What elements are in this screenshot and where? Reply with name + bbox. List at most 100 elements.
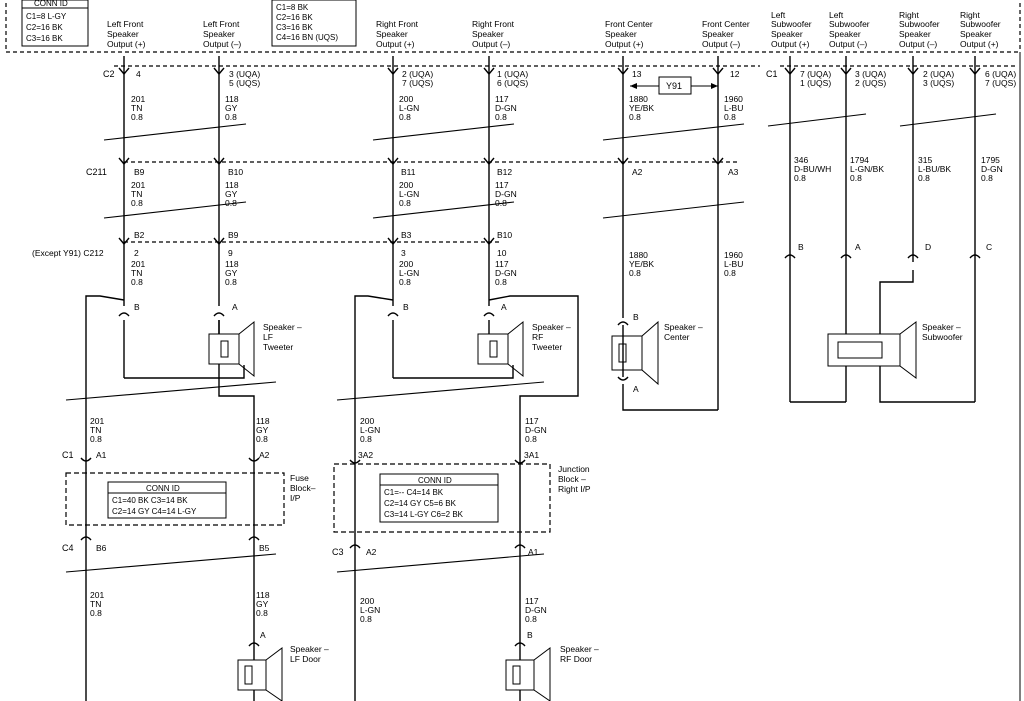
- conn-id-row: C2=14 GY C5=6 BK: [384, 499, 457, 508]
- conn-id-row: C2=16 BK: [276, 13, 313, 22]
- pin-label: 6 (UQA)7 (UQS): [985, 69, 1016, 88]
- pin-label: B: [798, 242, 804, 252]
- pin-label: 4: [136, 69, 141, 79]
- pin-label: A: [260, 630, 266, 640]
- conn-id-row: C1=8 L-GY: [26, 12, 67, 21]
- conn-id-row: C1=40 BK C3=14 BK: [112, 496, 188, 505]
- conn-id-row: C3=16 BK: [276, 23, 313, 32]
- pin-label: A2: [259, 450, 270, 460]
- junction-block: 3A2 3A1 C3 A2 A1 CONN ID C1=-- C4=14 BK …: [332, 450, 591, 557]
- speaker-label: Speaker –Center: [664, 322, 703, 342]
- pin-label: C: [986, 242, 992, 252]
- conn-id-row: C3=14 L-GY C6=2 BK: [384, 510, 464, 519]
- radio-module-boundary: [5, 3, 1021, 53]
- connector-c2-c1: C2 C1 4 3 (UQA)5 (UQS) 2 (UQA)7 (UQS) 1 …: [103, 65, 1018, 88]
- pin-label: D: [925, 242, 931, 252]
- pin-label: 2 (UQA)7 (UQS): [402, 69, 433, 88]
- pin-label: A3: [728, 167, 739, 177]
- pin-label: B11: [401, 167, 416, 177]
- conn-id-row: C2=16 BK: [26, 23, 63, 32]
- pin-label: B9: [134, 167, 145, 177]
- pin-label: A1: [528, 547, 539, 557]
- fuse-block: C1 A1 A2 C4 B6 B5 CONN ID C1=40 BK C3=14…: [62, 450, 316, 553]
- pin-label: B: [633, 312, 639, 322]
- connector-label-c3: C3: [332, 547, 344, 557]
- pin-label: 2: [134, 248, 139, 258]
- pin-label: B6: [96, 543, 107, 553]
- connector-label-c1: C1: [766, 69, 778, 79]
- pin-label: 3 (UQA)2 (UQS): [855, 69, 886, 88]
- speaker-label: Speaker –RF Door: [560, 644, 599, 664]
- conn-id-title: CONN ID: [34, 0, 68, 8]
- pin-label: 3A1: [524, 450, 539, 460]
- pin-label: B12: [497, 167, 512, 177]
- pin-label: 3A2: [358, 450, 373, 460]
- pin-label: B3: [401, 230, 412, 240]
- pin-label: A: [633, 384, 639, 394]
- pin-label: B10: [497, 230, 512, 240]
- pin-label: 7 (UQA)1 (UQS): [800, 69, 831, 88]
- conn-id-row: C4=16 BN (UQS): [276, 33, 338, 42]
- radio-conn-id-box: CONN ID C1=8 L-GY C2=16 BK C3=16 BK: [21, 0, 89, 47]
- conn-id-row: C3=16 BK: [26, 34, 63, 43]
- pin-label: B: [403, 302, 409, 312]
- pin-label: 2 (UQA)3 (UQS): [923, 69, 954, 88]
- connector-c211: C211 B9 B10 B11 B12 A2 A3: [86, 161, 740, 177]
- pin-label: A: [232, 302, 238, 312]
- connector-label-c212: (Except Y91) C212: [32, 248, 104, 258]
- pin-label: A2: [632, 167, 643, 177]
- conn-id-row: C1=-- C4=14 BK: [384, 488, 444, 497]
- pin-label: B: [134, 302, 140, 312]
- speaker-label: Speaker –LF Door: [290, 644, 329, 664]
- pin-label: B: [527, 630, 533, 640]
- speaker-rf-door: B Speaker –RF Door: [505, 630, 599, 701]
- connector-pins: [118, 67, 981, 381]
- y91-option-indicator: Y91: [630, 76, 718, 95]
- pin-label: B10: [228, 167, 243, 177]
- pin-label: B9: [228, 230, 239, 240]
- pin-label: 12: [730, 69, 740, 79]
- pin-label: 9: [228, 248, 233, 258]
- y91-label: Y91: [666, 81, 682, 91]
- pin-label: B2: [134, 230, 145, 240]
- speaker-label: Speaker –Subwoofer: [922, 322, 963, 342]
- connector-row3: B2 B9 B3 B10: [124, 230, 512, 243]
